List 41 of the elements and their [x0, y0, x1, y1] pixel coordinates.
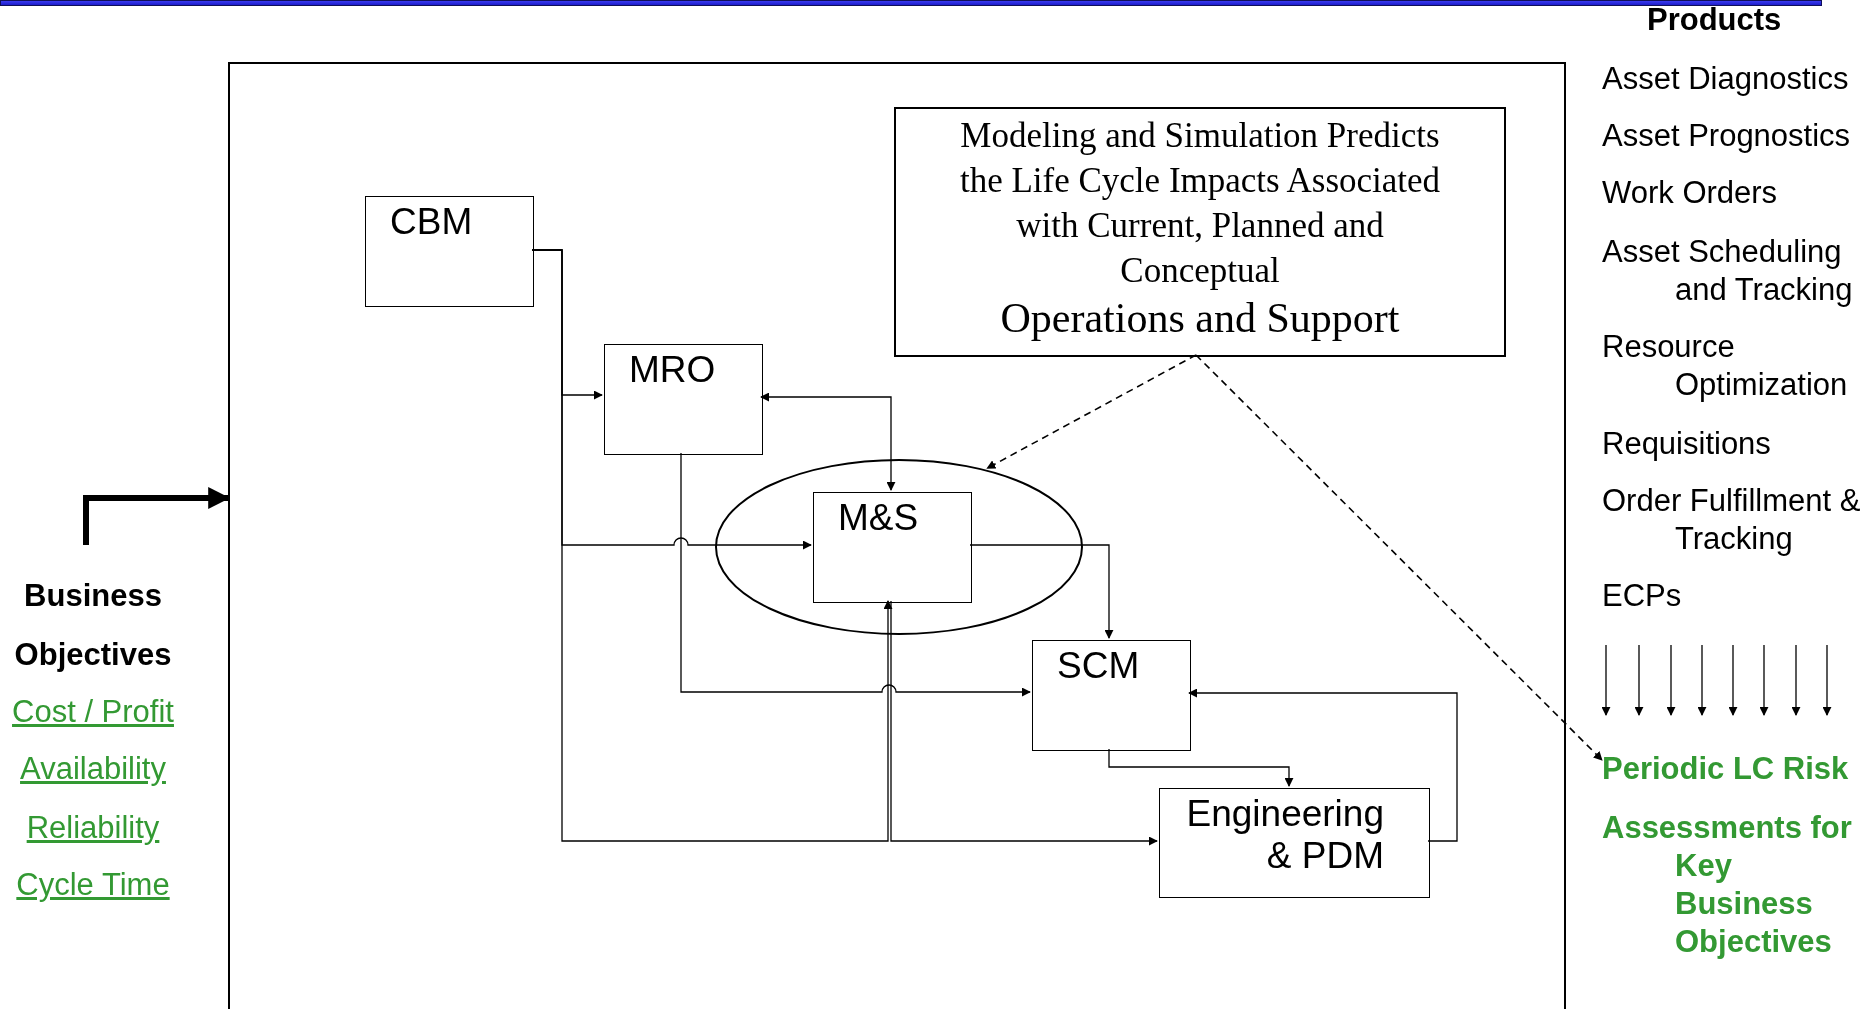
- product-item: Resource Optimization: [1602, 328, 1849, 404]
- objective-link: Cycle Time: [15, 866, 171, 904]
- direction-arrow: [1601, 644, 1611, 716]
- direction-arrow: [1759, 644, 1769, 716]
- direction-arrow: [1634, 644, 1644, 716]
- connector-arrow: [760, 392, 896, 491]
- column-heading: Products: [1647, 3, 1782, 37]
- side-heading: Business Objectives: [3, 545, 183, 685]
- connector-arrow: [531, 249, 893, 842]
- objective-link: Cost / Profit: [11, 693, 175, 731]
- connector-arrow: [1195, 354, 1603, 761]
- direction-arrow: [1697, 644, 1707, 716]
- direction-arrow: [1822, 644, 1832, 716]
- description-box: Modeling and Simulation Predicts the Life Cycle Impacts Associated with Current, Planned and Conceptual Operations and Support: [894, 107, 1506, 357]
- connector-arrow: [83, 487, 231, 545]
- product-item: Requisitions: [1602, 425, 1772, 463]
- connector-arrow: [1108, 748, 1294, 787]
- connector-arrow: [680, 452, 1031, 697]
- result-text: Periodic LC Risk Assessments for Key Business Objectives: [1602, 715, 1868, 965]
- product-item: Work Orders: [1602, 174, 1779, 212]
- process-box: Engineering & PDM: [1159, 788, 1430, 898]
- product-item: Asset Diagnostics: [1602, 60, 1850, 98]
- objective-link: Reliability: [25, 809, 161, 847]
- system-frame: [228, 62, 1566, 1009]
- product-item: ECPs: [1602, 577, 1683, 615]
- direction-arrow: [1791, 644, 1801, 716]
- product-item: Asset Prognostics: [1602, 117, 1852, 155]
- connector-arrow: [986, 354, 1197, 470]
- process-box: SCM: [1032, 640, 1191, 751]
- product-item: Asset Scheduling and Tracking: [1602, 233, 1854, 309]
- product-item: Order Fulfillment & Tracking: [1602, 482, 1862, 558]
- connector-arrow: [1188, 688, 1458, 842]
- connector-arrow: [969, 544, 1114, 639]
- direction-arrow: [1666, 644, 1676, 716]
- connector-arrow: [890, 600, 1158, 846]
- process-box: M&S: [813, 492, 972, 603]
- process-box: MRO: [604, 344, 763, 455]
- objective-link: Availability: [19, 750, 167, 788]
- ellipse-outline: [715, 459, 1083, 635]
- direction-arrow: [1728, 644, 1738, 716]
- process-box: CBM: [365, 196, 534, 307]
